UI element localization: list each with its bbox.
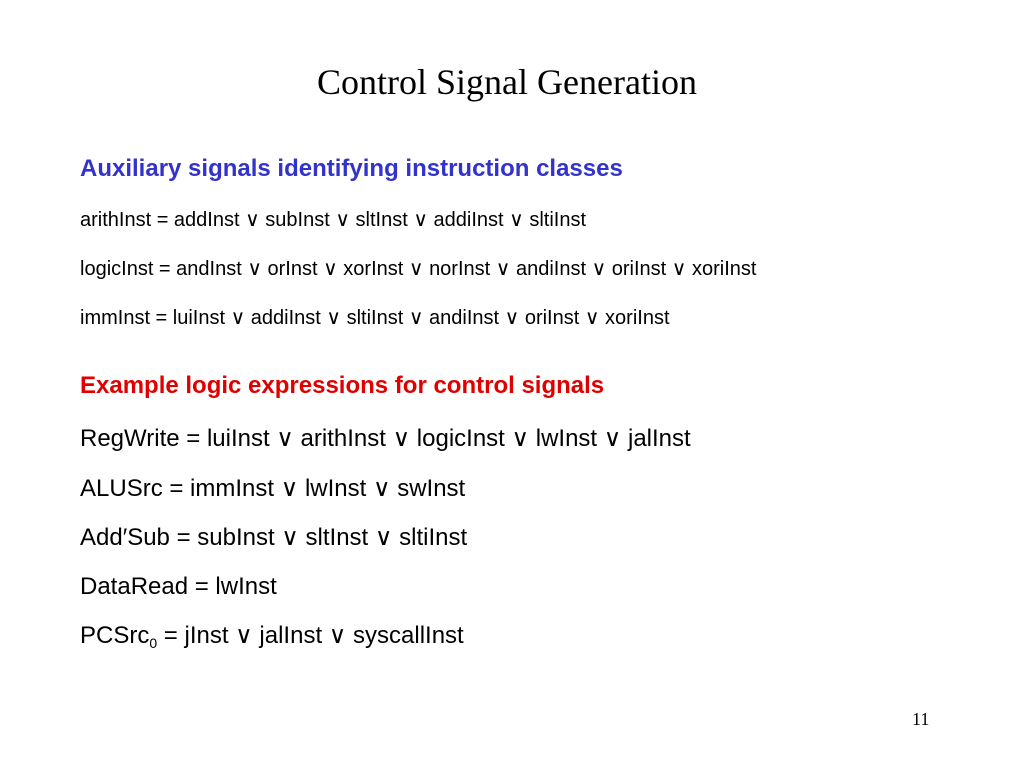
logic-inst-equation: logicInst = andInst ∨ orInst ∨ xorInst ∨… bbox=[80, 258, 757, 280]
pcsrc-expression: = jInst ∨ jalInst ∨ syscallInst bbox=[157, 622, 464, 649]
example-expressions-heading: Example logic expressions for control si… bbox=[80, 372, 605, 399]
auxiliary-signals-heading: Auxiliary signals identifying instructio… bbox=[80, 155, 623, 182]
pcsrc-equation: PCSrc0 = jInst ∨ jalInst ∨ syscallInst bbox=[80, 621, 464, 653]
page-number: 11 bbox=[912, 709, 930, 729]
arith-inst-equation: arithInst = addInst ∨ subInst ∨ sltInst … bbox=[80, 209, 586, 231]
pcsrc-name: PCSrc bbox=[80, 622, 150, 649]
dataread-equation: DataRead = lwInst bbox=[80, 573, 277, 600]
addsub-equation: Add′Sub = subInst ∨ sltInst ∨ sltiInst bbox=[80, 524, 468, 551]
regwrite-equation: RegWrite = luiInst ∨ arithInst ∨ logicIn… bbox=[80, 425, 691, 452]
pcsrc-subscript: 0 bbox=[149, 635, 158, 651]
slide-title: Control Signal Generation bbox=[317, 62, 697, 102]
imm-inst-equation: immInst = luiInst ∨ addiInst ∨ sltiInst … bbox=[80, 307, 670, 329]
alusrc-equation: ALUSrc = immInst ∨ lwInst ∨ swInst bbox=[80, 475, 466, 502]
